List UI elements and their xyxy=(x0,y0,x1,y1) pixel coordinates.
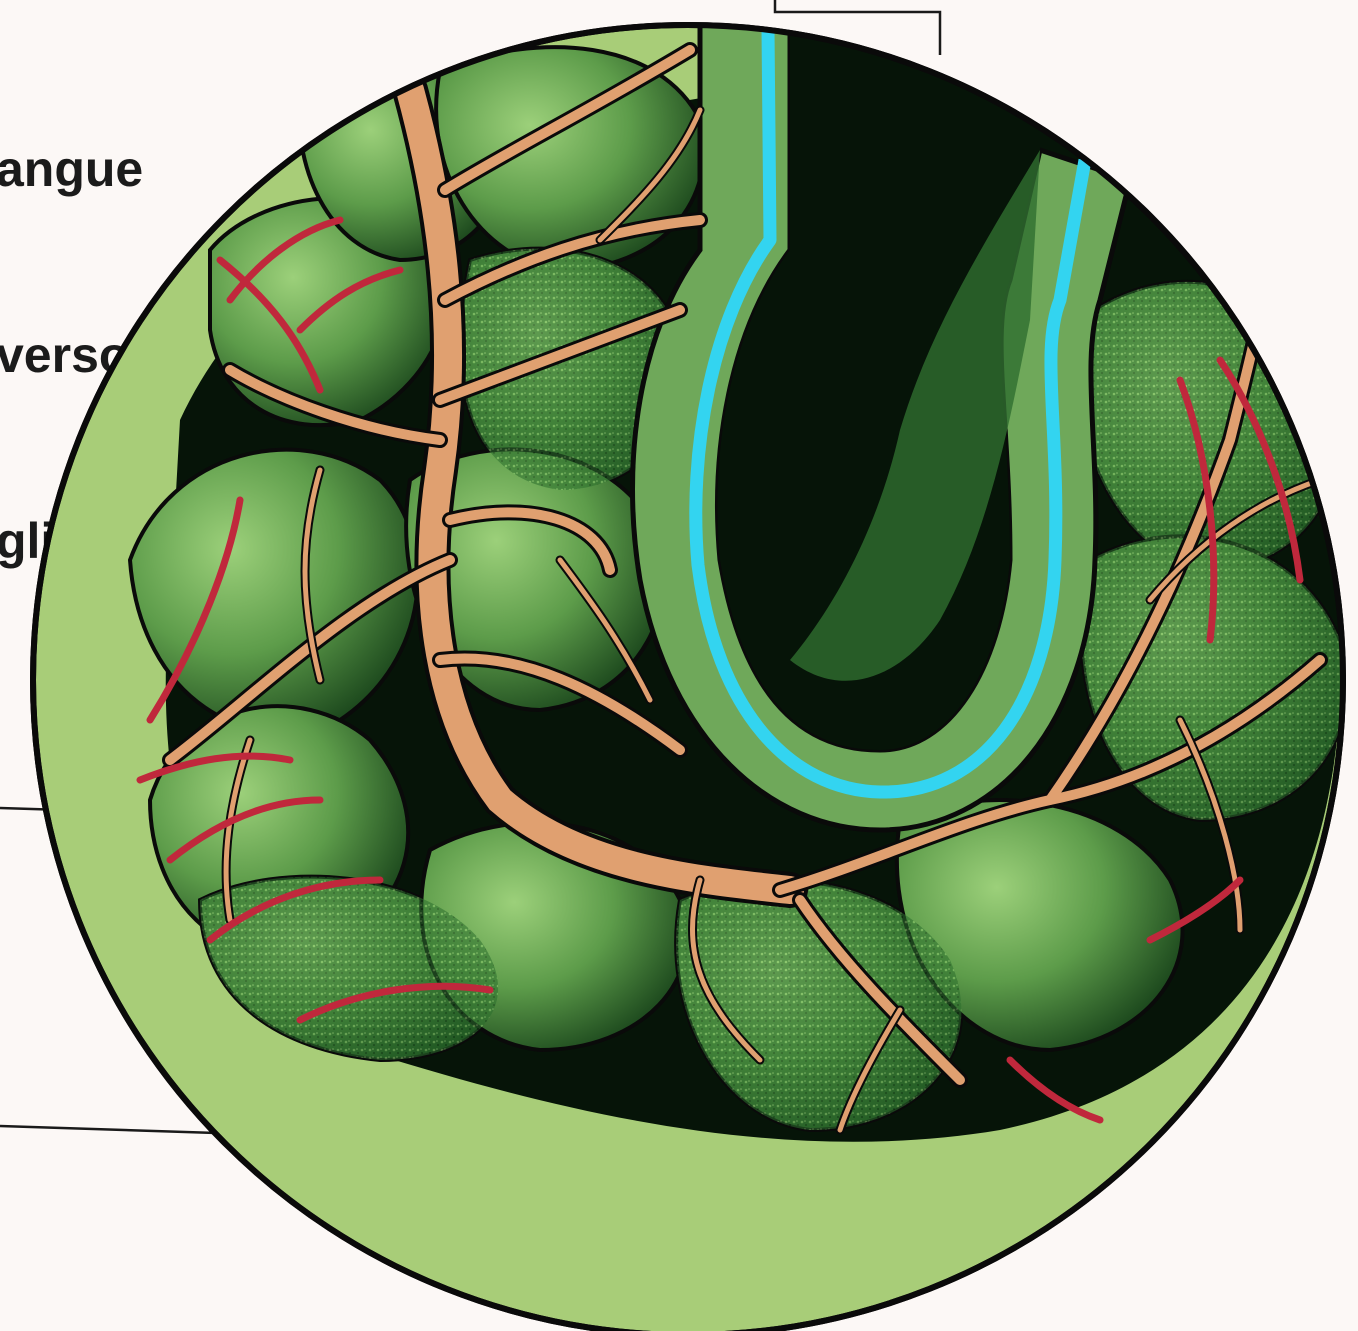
magnified-view xyxy=(33,20,1347,1331)
